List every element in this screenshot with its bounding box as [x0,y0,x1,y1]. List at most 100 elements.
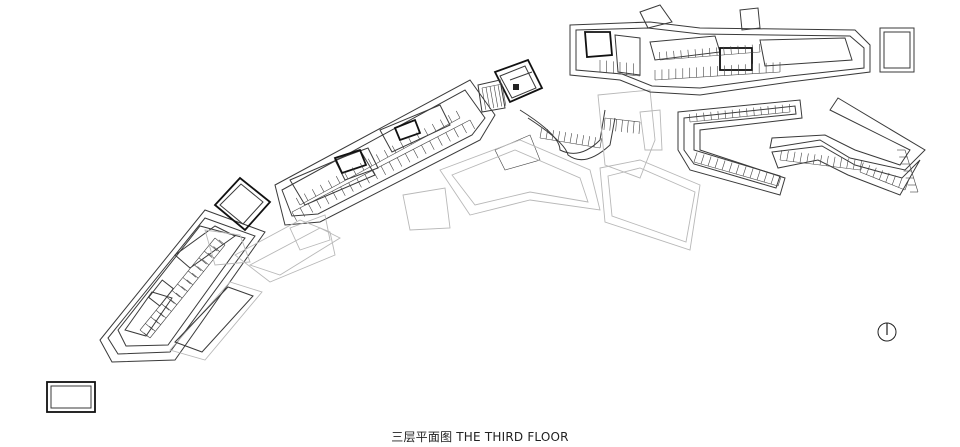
room-partition [898,177,903,188]
room-partition [806,153,809,164]
corridor-wall [481,83,503,89]
room-partition [737,45,739,54]
room-partition [599,138,603,149]
room-partition [171,290,180,298]
drawing-caption: 三层平面图 THE THIRD FLOOR [391,430,569,444]
room-partition [709,48,711,57]
room-partition [557,131,561,142]
room-partition [188,270,197,278]
room-partition [696,113,698,122]
room-partition [405,153,411,163]
room-partition [159,312,167,319]
room-partition [866,165,871,175]
room-partition [799,152,803,163]
room-partition [904,180,909,191]
room-partition [291,211,297,221]
room-partition [694,49,697,58]
room-partition [348,182,354,192]
room-partition [166,296,175,304]
room-partition [207,252,215,259]
room-partition [819,155,823,166]
outbuilding [46,381,96,413]
room-partition [170,299,177,306]
room-partition [191,272,199,279]
room-partition [710,111,712,120]
room-partition [493,85,499,108]
room-partition [218,239,226,246]
room-partition [175,292,183,299]
room-partition [885,172,890,183]
east-wings [677,97,926,196]
north-arrow-icon [877,322,897,342]
room-partition [693,152,698,163]
room-partition [204,250,213,258]
north-east-wing [569,4,915,96]
room-partition [853,159,856,170]
room-partition [735,164,740,175]
room-partition [666,51,668,60]
room-partition [749,168,754,179]
room-partition [154,319,161,325]
corridor-wall [599,71,641,77]
room-partition [731,109,734,118]
room-partition [609,118,612,131]
room-partition [375,154,381,162]
room-partition [781,104,784,113]
room-partition [415,132,421,140]
corridor-wall [139,237,216,331]
corridor-wall [539,137,601,149]
room-partition [760,106,762,115]
room-partition [638,121,641,134]
room-partition [545,129,549,140]
room-partition [209,244,218,252]
room-partition [150,316,159,324]
room-partition [481,87,487,110]
room-partition [303,193,309,201]
room-partition [359,162,365,171]
room-partition [423,128,429,136]
room-partition [193,264,202,271]
room-partition [626,120,629,133]
room-partition [367,158,373,166]
corridor-wall [149,244,226,339]
room-partition [721,160,726,171]
room-partition [364,174,370,184]
room-partition [497,84,503,107]
room-partition [461,124,467,134]
room-partition [739,109,741,118]
room-partition [407,136,413,145]
corridor-wall [659,51,761,61]
room-partition [859,162,864,173]
room-partition [569,133,573,144]
room-partition [701,48,704,57]
room-partition [295,197,301,206]
corridor-wall [291,119,471,213]
corridor-wall [299,117,461,206]
room-partition [563,132,567,143]
room-partition [214,237,223,245]
room-partition [786,150,789,161]
room-partition [659,52,661,61]
room-partition [603,117,606,130]
room-partition [439,119,445,127]
room-partition [879,170,883,180]
room-partition [391,145,397,153]
room-partition [307,203,314,213]
room-partition [399,141,405,149]
room-partition [455,110,461,119]
room-partition [632,121,635,134]
room-partition [316,199,322,209]
room-partition [539,128,543,139]
room-partition [343,171,349,180]
room-partition [198,257,207,265]
room-partition [324,195,330,205]
room-partition [730,46,732,55]
room-partition [723,46,725,55]
room-partition [763,172,768,183]
room-partition [469,119,475,129]
room-partition [421,144,427,155]
room-partition [149,325,156,332]
room-partition [396,157,403,167]
room-partition [753,107,755,116]
